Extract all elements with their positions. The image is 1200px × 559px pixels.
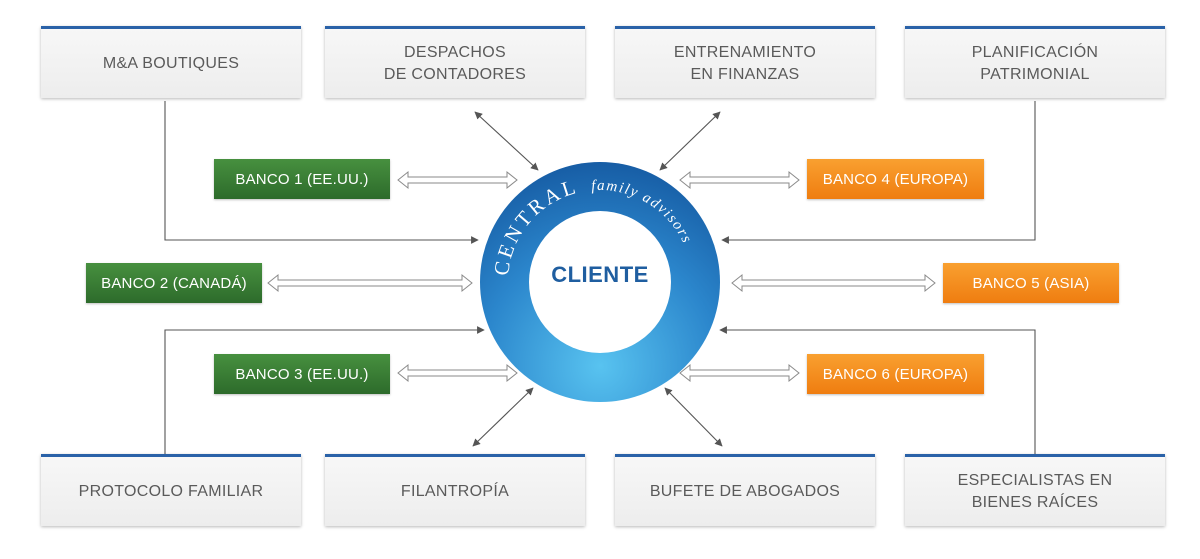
box-protocolo-familiar: PROTOCOLO FAMILIAR <box>41 454 301 526</box>
bank-3: BANCO 3 (EE.UU.) <box>214 354 390 394</box>
box-bufete-abogados: BUFETE DE ABOGADOS <box>615 454 875 526</box>
arrow-entrenamiento <box>659 111 721 171</box>
arrow-banco-2 <box>267 273 473 293</box>
client-label: CLIENTE <box>551 262 649 287</box>
box-entrenamiento-finanzas: ENTRENAMIENTO EN FINANZAS <box>615 26 875 98</box>
arrow-filantropia <box>472 387 534 447</box>
connector-especialistas <box>719 326 1036 456</box>
connector-protocolo <box>164 326 485 456</box>
arrow-bufete <box>664 387 723 447</box>
bank-5: BANCO 5 (ASIA) <box>943 263 1119 303</box>
box-despachos-contadores: DESPACHOS DE CONTADORES <box>325 26 585 98</box>
bank-2: BANCO 2 (CANADÁ) <box>86 263 262 303</box>
arrow-banco-3 <box>397 363 518 383</box>
connector-ma-boutiques <box>164 101 479 244</box>
bank-arrows <box>267 170 936 383</box>
bank-1: BANCO 1 (EE.UU.) <box>214 159 390 199</box>
box-especialistas-bienes-raices: ESPECIALISTAS EN BIENES RAÍCES <box>905 454 1165 526</box>
connector-planificacion <box>721 101 1036 244</box>
arrow-banco-4 <box>679 170 800 190</box>
arrow-banco-6 <box>679 363 800 383</box>
box-ma-boutiques: M&A BOUTIQUES <box>41 26 301 98</box>
bank-6: BANCO 6 (EUROPA) <box>807 354 984 394</box>
arrow-banco-5 <box>731 273 936 293</box>
connector-lines <box>164 101 1036 456</box>
bank-4: BANCO 4 (EUROPA) <box>807 159 984 199</box>
diagonal-arrows <box>472 111 723 447</box>
box-planificacion-patrimonial: PLANIFICACIÓN PATRIMONIAL <box>905 26 1165 98</box>
arrow-despachos <box>474 111 539 171</box>
arrow-banco-1 <box>397 170 518 190</box>
box-filantropia: FILANTROPÍA <box>325 454 585 526</box>
